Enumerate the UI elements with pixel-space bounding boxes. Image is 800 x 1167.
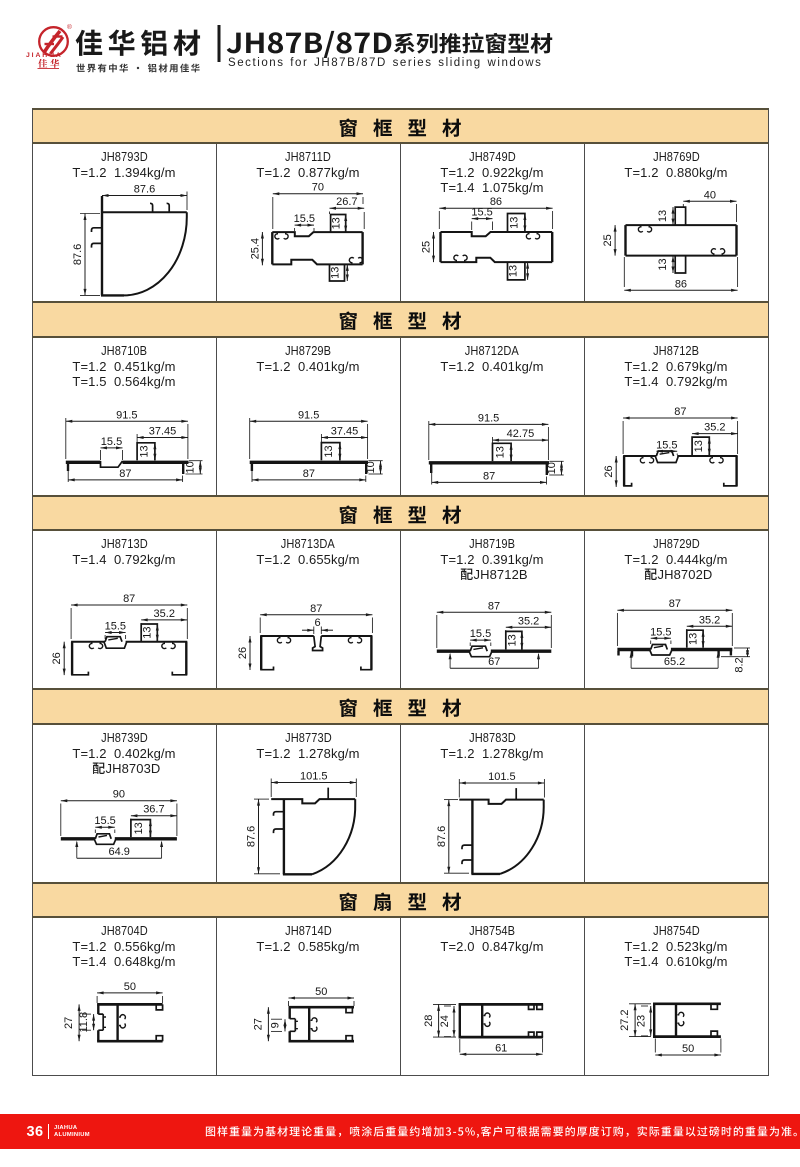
svg-text:25.4: 25.4 [249,238,261,259]
svg-text:50: 50 [124,981,136,993]
svg-text:87: 87 [123,593,135,605]
svg-text:6: 6 [314,617,320,629]
svg-text:26: 26 [603,465,615,477]
svg-text:50: 50 [315,986,327,998]
svg-text:13: 13 [139,445,151,457]
svg-text:26.7: 26.7 [336,196,357,208]
svg-text:13: 13 [323,445,335,457]
svg-text:13: 13 [657,258,669,270]
svg-text:15.5: 15.5 [94,815,115,827]
svg-text:15.5: 15.5 [101,436,122,448]
svg-text:64.9: 64.9 [108,846,129,858]
svg-text:®: ® [67,23,72,31]
svg-text:13: 13 [687,633,699,645]
svg-text:23: 23 [635,1015,647,1027]
svg-text:15.5: 15.5 [105,621,126,633]
svg-text:15.5: 15.5 [656,439,677,451]
svg-text:87: 87 [488,600,500,612]
svg-text:50: 50 [682,1043,694,1055]
svg-text:65.2: 65.2 [664,656,685,668]
svg-text:13: 13 [142,626,154,638]
svg-text:13: 13 [693,440,705,452]
svg-text:86: 86 [490,196,502,208]
svg-text:35.2: 35.2 [154,608,175,620]
svg-text:87.6: 87.6 [134,184,155,196]
svg-text:10: 10 [185,461,197,473]
svg-text:87: 87 [310,603,322,615]
svg-text:87: 87 [303,468,315,480]
svg-text:15.5: 15.5 [470,628,491,640]
svg-text:15.5: 15.5 [471,207,492,219]
svg-text:25: 25 [421,241,433,253]
svg-text:13: 13 [494,446,506,458]
svg-text:70: 70 [312,182,324,194]
svg-text:67: 67 [488,656,500,668]
svg-text:13: 13 [330,267,342,279]
svg-text:10: 10 [365,461,377,473]
svg-text:28: 28 [423,1015,435,1027]
svg-text:40: 40 [704,189,716,201]
svg-text:13: 13 [508,265,520,277]
svg-text:90: 90 [113,789,125,801]
svg-text:42.75: 42.75 [507,428,535,440]
svg-text:87: 87 [119,468,131,480]
svg-text:87: 87 [669,598,681,610]
svg-text:91.5: 91.5 [116,409,137,421]
svg-text:13: 13 [657,210,669,222]
svg-text:37.45: 37.45 [149,426,177,438]
svg-text:15.5: 15.5 [294,213,315,225]
svg-text:27.2: 27.2 [619,1009,631,1030]
svg-text:101.5: 101.5 [300,771,328,783]
svg-text:86: 86 [675,278,687,290]
svg-text:25: 25 [602,234,614,246]
svg-text:61: 61 [495,1042,507,1054]
svg-text:91.5: 91.5 [298,409,319,421]
svg-text:35.2: 35.2 [699,614,720,626]
svg-text:13: 13 [133,822,145,834]
svg-text:24: 24 [439,1015,451,1027]
svg-text:26: 26 [237,647,249,659]
svg-text:27: 27 [253,1018,265,1030]
svg-text:15.5: 15.5 [650,626,671,638]
svg-text:26: 26 [51,652,63,664]
svg-text:35.2: 35.2 [704,422,725,434]
svg-text:91.5: 91.5 [478,412,499,424]
svg-text:87: 87 [674,406,686,418]
svg-text:11.8: 11.8 [78,1012,90,1033]
svg-text:37.45: 37.45 [331,426,359,438]
svg-text:9: 9 [270,1022,282,1028]
svg-text:87.6: 87.6 [436,826,448,847]
svg-text:101.5: 101.5 [488,771,516,783]
svg-text:13: 13 [506,634,518,646]
svg-text:87: 87 [483,470,495,482]
svg-text:27: 27 [63,1017,75,1029]
svg-text:10: 10 [546,462,558,474]
svg-text:36.7: 36.7 [143,804,164,816]
svg-text:13: 13 [509,217,521,229]
svg-text:8.2: 8.2 [734,657,746,672]
svg-text:JIAHUA: JIAHUA [26,52,63,59]
svg-text:87.6: 87.6 [246,826,258,847]
svg-text:87.6: 87.6 [72,244,84,265]
svg-text:35.2: 35.2 [518,615,539,627]
svg-text:13: 13 [331,217,343,229]
